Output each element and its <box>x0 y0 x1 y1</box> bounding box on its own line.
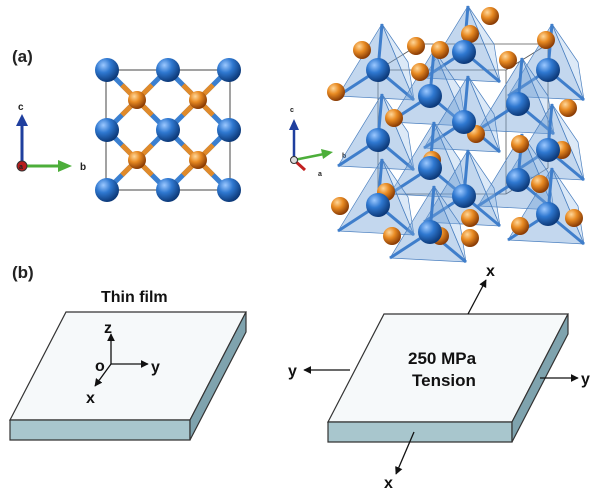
a-axis-dot-icon <box>16 160 28 172</box>
orange-atom-icon <box>189 151 207 169</box>
thin-film-origin: o <box>95 358 105 375</box>
orange-atom-icon <box>531 175 549 193</box>
blue-atom-icon <box>452 40 476 64</box>
blue-atom-icon <box>418 220 442 244</box>
blue-atom-icon <box>217 58 241 82</box>
thin-film-slab <box>9 311 247 441</box>
b-axis-arrow-icon <box>58 160 72 172</box>
tension-arrows: x x y y <box>288 263 590 488</box>
orange-atom-icon <box>189 91 207 109</box>
left-axis-c-label: c <box>18 102 24 113</box>
c-axis-arrow-icon <box>16 114 28 126</box>
blue-atom-icon <box>506 168 530 192</box>
crystal-polyhedra <box>327 5 585 264</box>
left-axis-b-label: b <box>80 162 86 173</box>
panel-a-label: (a) <box>12 47 33 66</box>
left-axes-triad: c b a <box>16 102 86 173</box>
stressed-film-slab <box>327 313 569 443</box>
orange-atom-icon <box>511 135 529 153</box>
orange-atom-icon <box>481 7 499 25</box>
orange-atom-icon <box>511 217 529 235</box>
orange-atom-icon <box>331 197 349 215</box>
blue-atom-icon <box>506 92 530 116</box>
orange-atom-icon <box>327 83 345 101</box>
orange-atom-icon <box>461 25 479 43</box>
orange-atom-icon <box>559 99 577 117</box>
blue-atom-icon <box>536 138 560 162</box>
orange-atom-icon <box>383 227 401 245</box>
blue-atom-icon <box>156 58 180 82</box>
crystal-projection <box>95 58 241 202</box>
stress-value-label: 250 MPa <box>408 349 477 368</box>
tension-arrow-x-top-icon <box>467 279 487 315</box>
right-axis-c-label: c <box>290 107 294 114</box>
orange-atom-icon <box>537 31 555 49</box>
tension-arrow-x-bottom-icon <box>395 431 415 475</box>
orange-atom-icon <box>431 41 449 59</box>
blue-atom-icon <box>156 118 180 142</box>
orange-atom-icon <box>128 151 146 169</box>
blue-atom-icon <box>418 156 442 180</box>
blue-atom-icon <box>418 84 442 108</box>
left-axis-a-label: a <box>19 164 23 171</box>
stress-axis-y-right: y <box>581 371 590 388</box>
orange-atom-icon <box>499 51 517 69</box>
blue-atom-icon <box>366 128 390 152</box>
blue-atom-icon <box>366 193 390 217</box>
blue-atom-icon <box>217 178 241 202</box>
stress-axis-y-left: y <box>288 363 297 380</box>
orange-atom-icon <box>407 37 425 55</box>
thin-film-axis-y: y <box>151 359 160 376</box>
panel-b-label: (b) <box>12 263 34 282</box>
blue-atom-icon <box>156 178 180 202</box>
blue-atom-icon <box>366 58 390 82</box>
stress-type-label: Tension <box>412 371 476 390</box>
orange-atom-icon <box>461 229 479 247</box>
orange-atom-icon <box>411 63 429 81</box>
blue-atom-icon <box>95 58 119 82</box>
orange-atom-icon <box>353 41 371 59</box>
stress-axis-x-bottom: x <box>384 475 393 488</box>
stress-axis-x-top: x <box>486 263 495 280</box>
orange-atom-icon <box>385 109 403 127</box>
blue-atom-icon <box>95 118 119 142</box>
blue-atom-icon <box>95 178 119 202</box>
blue-atom-icon <box>452 110 476 134</box>
orange-atom-icon <box>128 91 146 109</box>
blue-atom-icon <box>217 118 241 142</box>
orange-atom-icon <box>461 209 479 227</box>
right-axis-a-label: a <box>318 171 322 178</box>
orange-atom-icon <box>565 209 583 227</box>
thin-film-axis-z: z <box>104 320 112 337</box>
right-axes-triad: c b a <box>289 107 346 178</box>
thin-film-axes: z y x o <box>86 320 160 407</box>
blue-atom-icon <box>452 184 476 208</box>
thin-film-axis-x: x <box>86 390 95 407</box>
blue-atom-icon <box>536 58 560 82</box>
thin-film-title: Thin film <box>101 289 168 306</box>
blue-atom-icon <box>536 202 560 226</box>
